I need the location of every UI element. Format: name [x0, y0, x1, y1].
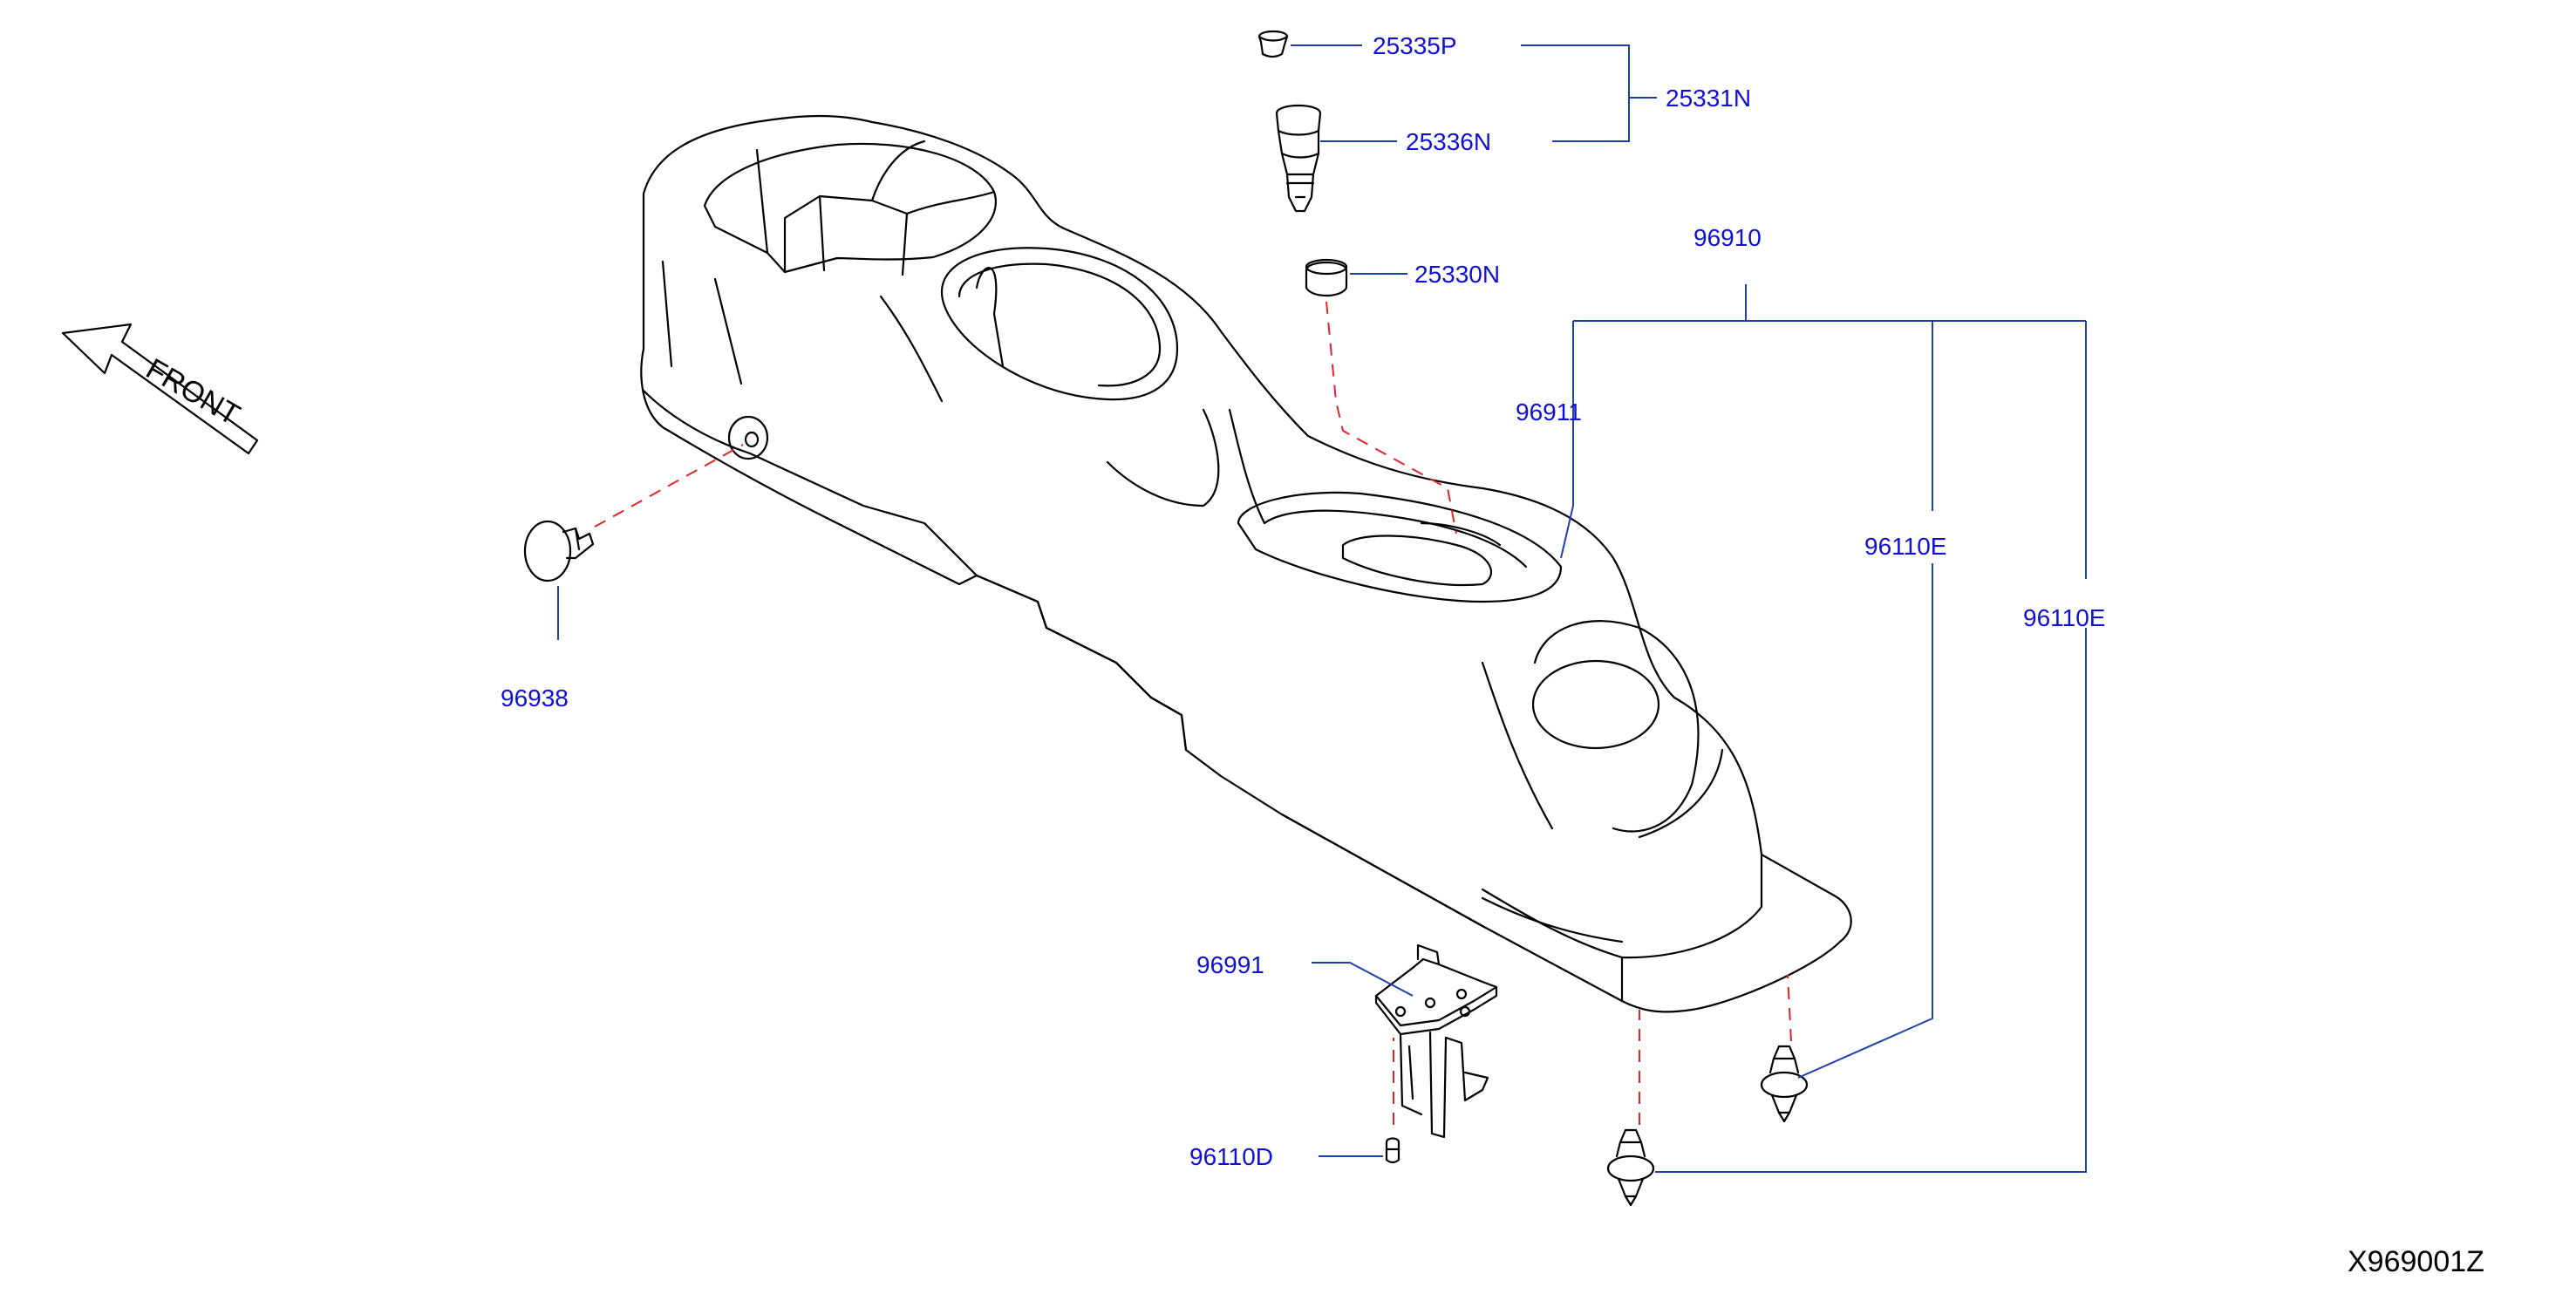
callout-96110e-lower: 96110E [2023, 604, 2105, 631]
center-console [640, 114, 1852, 1013]
socket-25330n [1305, 258, 1348, 297]
front-label: FRONT [140, 352, 245, 432]
callout-96938: 96938 [501, 684, 569, 712]
assembly-lines [594, 301, 1792, 1125]
callout-96910: 96910 [1693, 224, 1762, 251]
push-clip-96938 [523, 520, 595, 582]
callout-96991: 96991 [1196, 951, 1264, 978]
clip-96110e-upper [1760, 1045, 1809, 1123]
cap-25335p [1257, 30, 1289, 58]
callout-25335p: 25335P [1373, 32, 1457, 59]
diagram-code: X969001Z [2348, 1245, 2484, 1278]
front-arrow-icon [61, 323, 259, 455]
screw-96110d [1385, 1137, 1400, 1164]
bracket-96991 [1374, 943, 1498, 1139]
leader-lines [557, 44, 2087, 1173]
callout-96110d: 96110D [1189, 1143, 1273, 1170]
clip-96110e-lower [1606, 1128, 1655, 1207]
callout-25336n: 25336N [1406, 128, 1491, 155]
lighter-25336n [1275, 105, 1322, 213]
callout-96110e-upper: 96110E [1864, 533, 1946, 560]
callout-25330n: 25330N [1414, 261, 1500, 288]
callout-96911: 96911 [1516, 398, 1582, 426]
callout-25331n: 25331N [1666, 85, 1751, 112]
